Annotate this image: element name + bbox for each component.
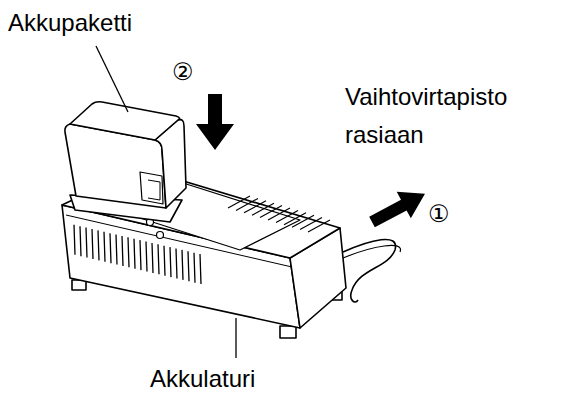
vent-slot [128,237,129,267]
insert-arrow [196,94,234,150]
vent-slot [164,246,165,276]
vent-slot [284,213,306,225]
vent-slot [80,226,81,256]
power-cord [343,245,401,258]
vent-slot [134,239,135,269]
vent-slot [300,218,322,230]
vent-slot [276,210,298,222]
vent-slot [122,236,123,266]
vent-slot [236,198,258,210]
callout-number: ① [428,200,450,229]
vent-slot [110,233,111,263]
vent-slot [116,235,117,265]
part-label: Akkulaturi [150,360,255,398]
vent-slot [292,215,314,227]
vent-slot [158,244,159,274]
plug-arrow [365,181,432,236]
vent-slot [140,240,141,270]
vent-slot [170,247,171,277]
battery-latch [140,172,163,204]
vent-slot [228,196,250,208]
callout-number: ② [172,58,194,87]
vent-slot [98,230,99,260]
vents [228,196,330,232]
battery-latch [148,180,160,200]
vent-slot [182,250,183,280]
vent-slot [308,220,330,232]
vent-slot [252,203,274,215]
vents [74,225,201,284]
vent-slot [200,254,201,284]
vent-slot [146,242,147,272]
leader-line [235,318,236,358]
vent-slot [176,249,177,279]
vent-slot [104,232,105,262]
leader-line [96,46,128,112]
vent-slot [188,251,189,281]
instruction-label: Vaihtovirtapisto rasiaan [345,78,555,155]
vent-slot [92,229,93,259]
vent-slot [260,206,282,218]
vent-slot [244,201,266,213]
part-label: Akkupaketti [8,4,132,42]
vent-slot [194,253,195,283]
vent-slot [86,228,87,258]
led [157,232,164,239]
vent-slot [74,225,75,255]
battery-top [70,102,180,140]
vent-slot [152,243,153,273]
foot [280,326,296,338]
vent-slot [268,208,290,220]
plug-arrow [365,181,432,236]
